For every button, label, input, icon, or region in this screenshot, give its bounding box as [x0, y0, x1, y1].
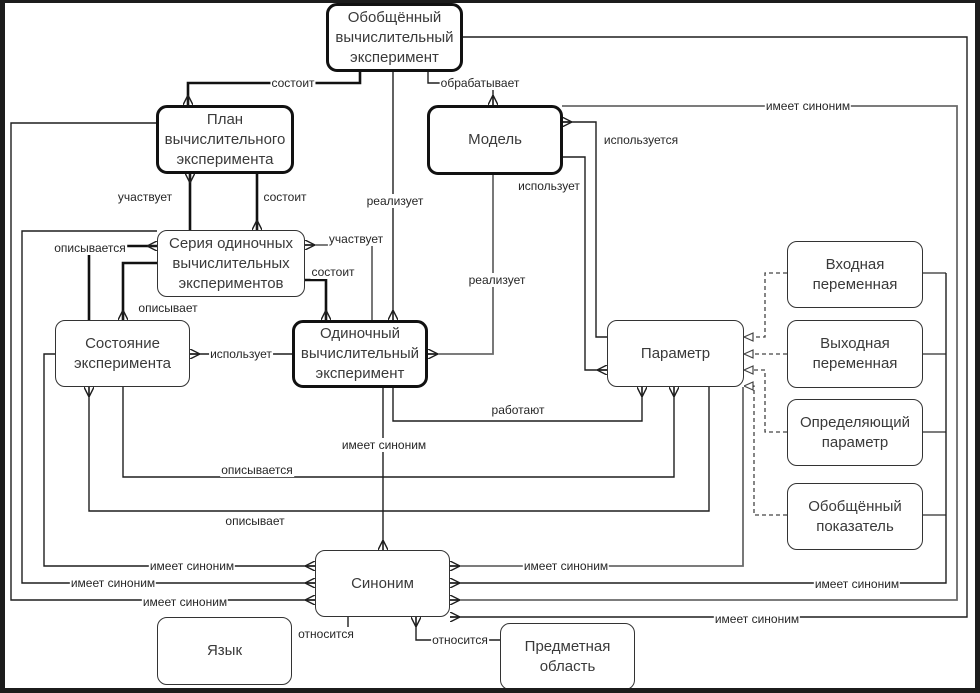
connector-series-single-consists — [305, 278, 326, 320]
generalization-defining-parameter — [744, 370, 787, 433]
relation-label-plan-participates: участвует — [116, 190, 174, 204]
entity-generalized-experiment: Обобщённый вычислительный эксперимент — [326, 3, 463, 72]
connector-series-state-describes — [123, 261, 157, 320]
entity-single-experiment: Одиночный вычислительный эксперимент — [292, 320, 428, 388]
entity-label: Обобщённый вычислительный эксперимент — [335, 8, 454, 66]
generalization-input-variable — [744, 272, 787, 337]
entity-defining-parameter: Определяющий параметр — [787, 399, 923, 466]
entity-label: Предметная область — [524, 637, 611, 675]
entity-label: Язык — [206, 642, 243, 659]
entity-label: Параметр — [640, 344, 711, 362]
connector-model-parameter-used — [562, 122, 607, 338]
entity-output-variable: Выходная переменная — [787, 320, 923, 388]
entity-label: Модель — [468, 131, 522, 148]
relation-label-belongs-subject-area: относится — [431, 633, 489, 647]
relation-label-synonym-generalized: имеет синоним — [713, 612, 801, 626]
entity-label: Определяющий параметр — [800, 413, 910, 451]
connector-state-parameter-described — [122, 387, 674, 478]
entity-language: Язык — [157, 617, 292, 685]
relation-label-implements: реализует — [365, 194, 425, 208]
relation-label-series-participates: участвует — [327, 232, 385, 246]
connector-generalized-experiment-synonym — [450, 36, 968, 617]
entity-series: Серия одиночных вычислительных экспериме… — [157, 230, 305, 297]
relation-label-model-uses: использует — [517, 179, 581, 193]
connector-model-single-experiment — [428, 174, 494, 354]
relation-label-synonym-subtypes: имеет синоним — [813, 577, 901, 591]
relation-label-state-describes: описывает — [224, 514, 286, 528]
relation-label-series-described: описывается — [53, 241, 127, 255]
connector-state-parameter-describes — [89, 387, 710, 512]
relation-label-state-described: описывается — [220, 463, 294, 477]
entity-input-variable: Входная переменная — [787, 241, 923, 308]
connector-series-synonym — [21, 230, 315, 583]
entity-label: Входная переменная — [812, 255, 898, 293]
connector-model-synonym — [450, 105, 958, 600]
relation-label-work: работают — [490, 403, 546, 417]
entity-synonym: Синоним — [315, 550, 450, 617]
relation-label-synonym-series: имеет синоним — [69, 576, 157, 590]
relation-label-is-used: используется — [602, 133, 680, 147]
entity-label: Выходная переменная — [812, 335, 898, 372]
relation-label-plan-consists: состоит — [262, 190, 308, 204]
entity-experiment-state: Состояние эксперимента — [55, 320, 190, 387]
entity-label: Синоним — [351, 574, 414, 592]
connector-series-single-participates — [305, 245, 373, 320]
relation-label-synonym-parameter: имеет синоним — [522, 559, 610, 573]
relation-label-state-uses: использует — [209, 347, 273, 361]
relation-label-belongs-language: относится — [297, 627, 355, 641]
relation-label-series-consists: состоит — [310, 265, 356, 279]
relation-label-synonym-state: имеет синоним — [148, 559, 236, 573]
entity-label: Одиночный вычислительный эксперимент — [300, 325, 420, 382]
relation-label-consists-plan: состоит — [270, 76, 316, 90]
entity-label: Серия одиночных вычислительных экспериме… — [168, 234, 293, 292]
entity-label: Состояние эксперимента — [73, 334, 172, 372]
entity-plan: План вычислительного эксперимента — [156, 105, 294, 174]
relation-label-synonym-model: имеет синоним — [764, 99, 852, 113]
relation-label-model-implements: реализует — [467, 273, 527, 287]
generalization-generalized-indicator — [744, 386, 787, 516]
relation-label-synonym-single: имеет синоним — [340, 438, 428, 452]
relation-label-series-describes: описывает — [137, 301, 199, 315]
relation-label-processes: обрабатывает — [439, 76, 521, 90]
connector-single-experiment-parameter — [392, 387, 642, 422]
connector-subtypes-bus — [922, 272, 946, 516]
entity-label: Обобщённый показатель — [808, 497, 902, 535]
entity-generalized-indicator: Обобщённый показатель — [787, 483, 923, 550]
relation-label-synonym-plan: имеет синоним — [141, 595, 229, 609]
entity-model: Модель — [427, 105, 563, 175]
connector-model-parameter-uses — [562, 156, 607, 370]
entity-parameter: Параметр — [607, 320, 744, 387]
connector-subtypes-synonym — [450, 273, 947, 583]
entity-label: План вычислительного эксперимента — [164, 110, 286, 168]
entity-subject-area: Предметная область — [500, 623, 635, 690]
